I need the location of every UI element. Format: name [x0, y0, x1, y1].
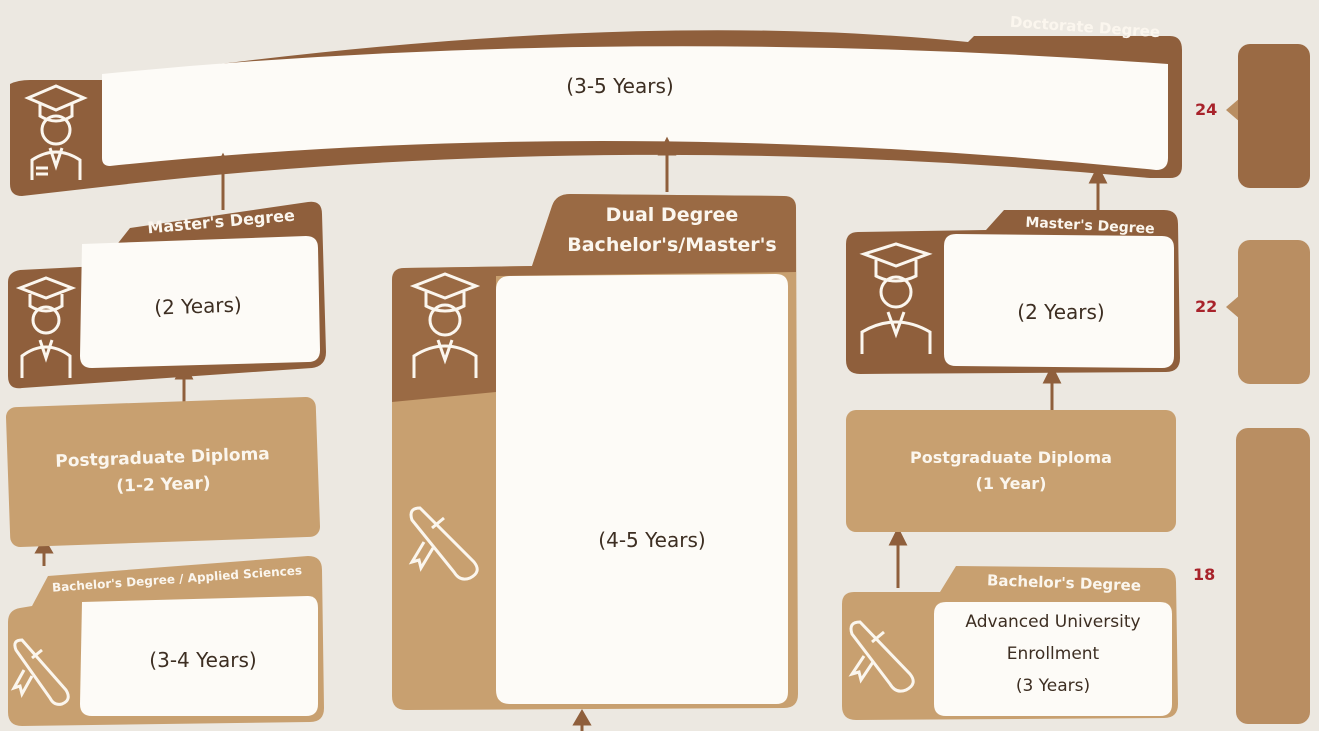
left-masters-block: Master's Degree (2 Years)	[8, 198, 326, 390]
left-bachelor-duration: (3-4 Years)	[149, 648, 257, 672]
right-masters-duration: (2 Years)	[1017, 300, 1105, 324]
right-diploma-block: Postgraduate Diploma (1 Year)	[846, 410, 1176, 532]
side-label-bar-1	[1238, 44, 1310, 188]
age-marker-18: 18	[1193, 565, 1216, 584]
left-bachelor-block: Bachelor's Degree / Applied Sciences (3-…	[8, 556, 324, 726]
dual-degree-tab: Dual Degree Bachelor's/Master's	[552, 200, 792, 260]
dual-degree-tab-line1: Dual Degree	[605, 203, 739, 226]
side-label-bar-3	[1236, 428, 1310, 724]
right-enroll-line2: Enrollment	[1006, 644, 1100, 664]
doctorate-frame	[10, 30, 1182, 196]
right-enroll-duration: (3 Years)	[1015, 676, 1091, 696]
right-diploma-title: Postgraduate Diploma	[910, 448, 1112, 468]
right-bachelor-block: Bachelor's Degree Advanced University En…	[842, 562, 1178, 720]
right-enroll-line1: Advanced University	[965, 612, 1141, 632]
dual-degree-duration: (4-5 Years)	[598, 528, 706, 552]
doctorate-block: Doctorate Degree (3-5 Years)	[10, 13, 1182, 196]
dual-degree-tab-line2: Bachelor's/Master's	[567, 234, 777, 256]
right-masters-block: Master's Degree (2 Years)	[846, 208, 1180, 374]
doctorate-duration: (3-5 Years)	[566, 74, 674, 98]
side-label-bar-2	[1238, 240, 1310, 384]
right-enroll-text: Advanced University Enrollment (3 Years)	[938, 606, 1168, 712]
age-marker-22: 22	[1195, 297, 1218, 316]
dual-degree-block: Dual Degree Bachelor's/Master's (4-5 Yea…	[392, 192, 798, 710]
age-marker-24: 24	[1195, 100, 1218, 119]
right-diploma-duration: (1 Year)	[975, 474, 1047, 493]
